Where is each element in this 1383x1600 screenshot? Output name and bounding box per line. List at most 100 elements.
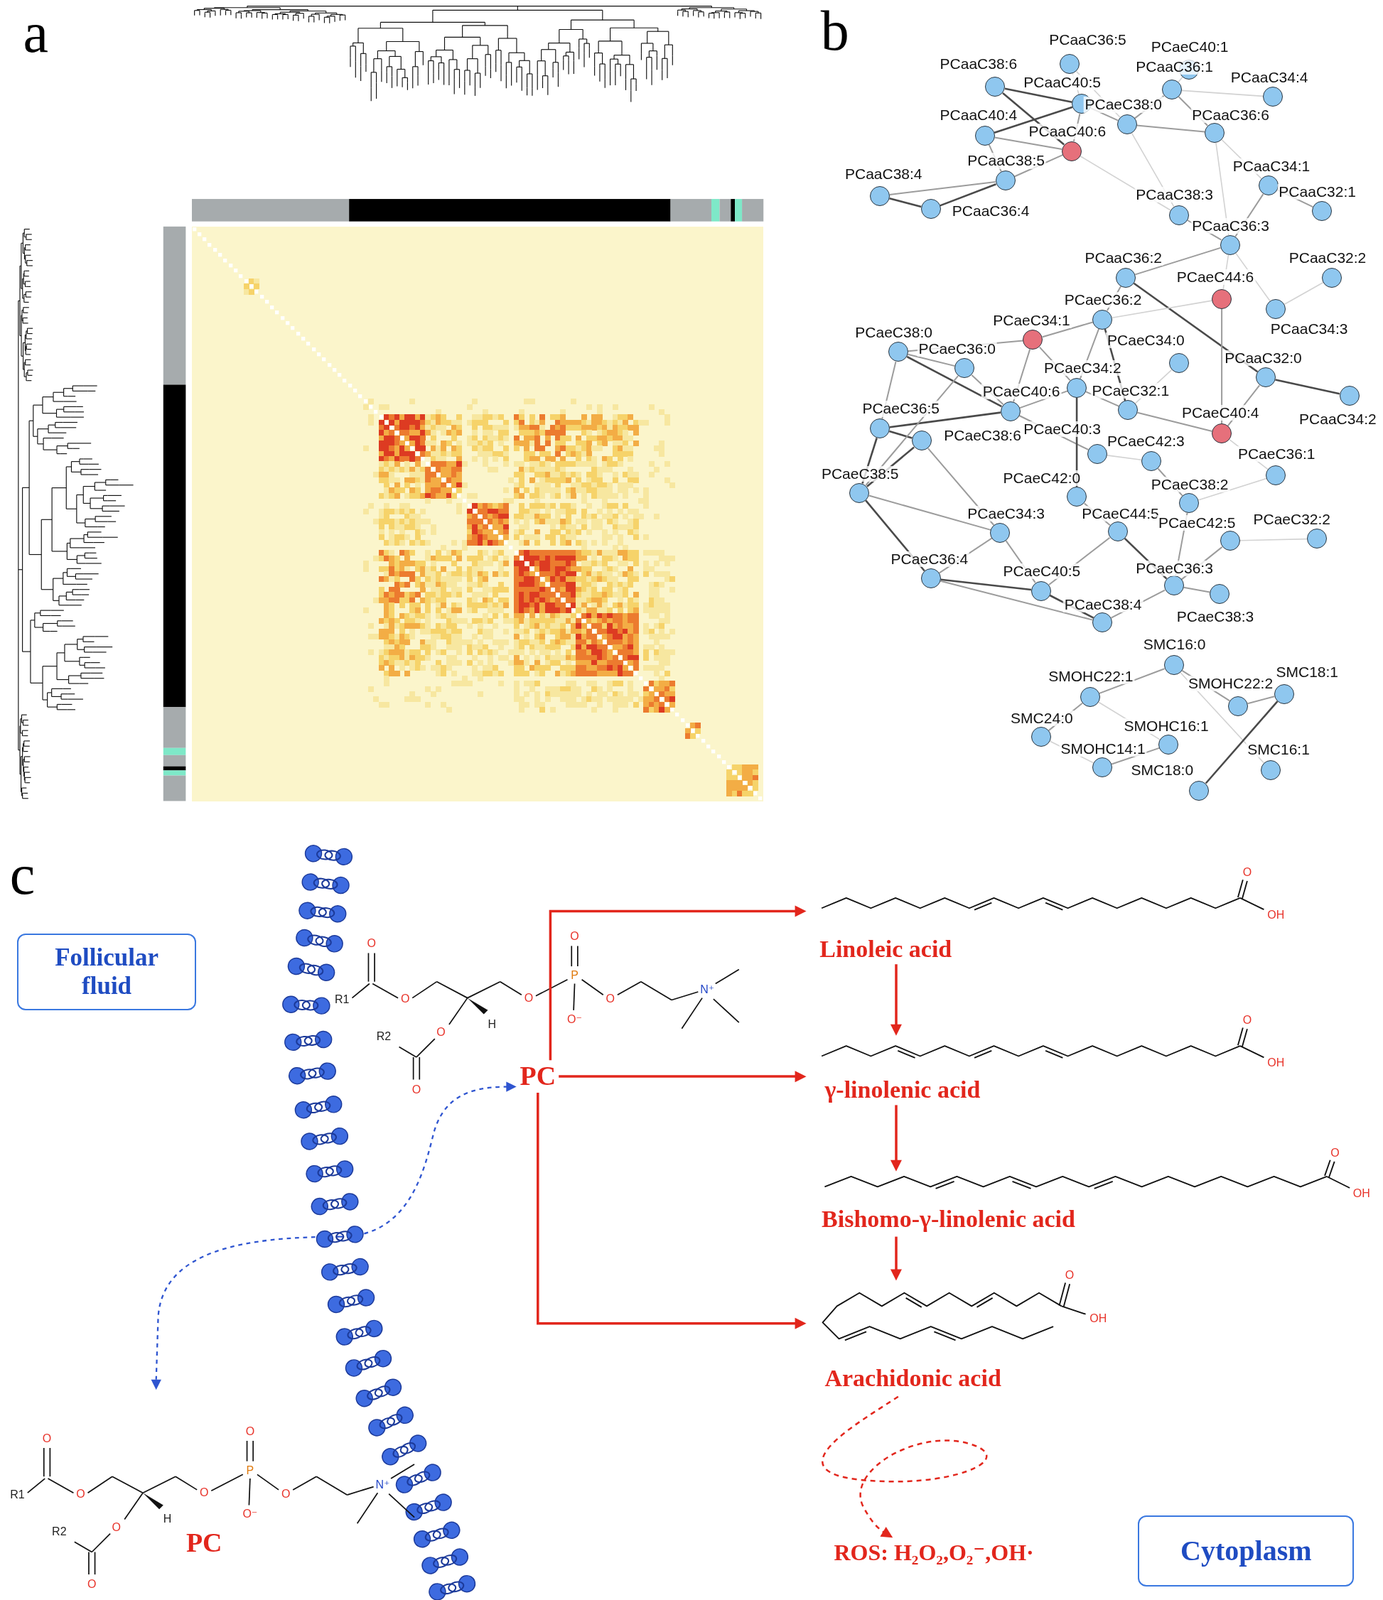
dendrogram-branch <box>466 58 468 71</box>
dendrogram-branch <box>57 620 62 622</box>
connector-line <box>550 911 796 1062</box>
network-node: PCaaC38:5 <box>995 170 1016 191</box>
connector-line <box>889 181 996 195</box>
dendrogram-branch <box>500 65 502 82</box>
dendrogram-branch <box>30 682 43 684</box>
dendrogram-branch <box>56 445 68 447</box>
dendrogram-branch <box>37 443 44 445</box>
connector <box>890 1105 902 1172</box>
atom-label: O⁻ <box>242 1508 258 1521</box>
dendrogram-branch <box>495 50 497 64</box>
dendrogram-branch <box>24 730 29 732</box>
dendrogram-branch <box>396 75 398 86</box>
bond <box>467 982 501 999</box>
dendrogram-branch <box>50 631 58 632</box>
lipid-tail <box>318 907 335 919</box>
dendrogram-branch <box>474 86 476 96</box>
bond <box>449 998 468 1025</box>
dendrogram-branch <box>266 14 268 19</box>
dendrogram-branch <box>79 547 96 548</box>
dendrogram-branch <box>385 41 387 51</box>
lipid-tail <box>447 1580 465 1594</box>
lipid-tail <box>325 1165 342 1177</box>
dendrogram-branch <box>583 43 585 54</box>
bond <box>570 945 573 967</box>
atom-label: O <box>367 938 376 951</box>
dendrogram-branch <box>582 29 584 40</box>
lipid-tail <box>363 1355 381 1370</box>
dendrogram-branch <box>402 77 403 81</box>
bond <box>346 1487 374 1496</box>
dendrogram-branch <box>84 662 91 664</box>
double-bond <box>1328 1161 1335 1178</box>
dendrogram-branch <box>53 392 64 394</box>
dendrogram-branch <box>42 699 48 701</box>
node-label: PCaaC38:3 <box>1134 186 1215 203</box>
dendrogram-branch <box>319 16 320 21</box>
atom-label: O <box>569 931 579 944</box>
double-bond <box>935 1181 955 1189</box>
lipid-icon <box>326 1288 376 1315</box>
dendrogram-branch <box>26 364 31 366</box>
dendrogram-branch <box>71 417 84 418</box>
dendrogram-branch <box>27 338 32 339</box>
dendrogram-branch <box>526 88 528 96</box>
dendrogram-branch <box>102 506 110 507</box>
dendrogram-branch <box>412 66 413 75</box>
dendrogram-branch <box>225 11 226 16</box>
network-node: PCaeC36:3 <box>1164 575 1185 596</box>
dendrogram-branch <box>29 554 42 556</box>
dendrogram-branch <box>529 60 531 74</box>
dendrogram-branch <box>26 343 28 349</box>
atom-label: O <box>606 992 615 1006</box>
dendrogram-branch <box>95 667 106 669</box>
dendrogram-branch <box>523 52 525 61</box>
double-bond <box>1238 879 1243 898</box>
dendrogram-branch <box>440 56 442 64</box>
compound-name: Arachidonic acid <box>824 1365 1001 1393</box>
dendrogram-branch <box>594 53 595 67</box>
node-label: PCaeC40:5 <box>1002 563 1083 580</box>
atom-label: R1 <box>334 994 349 1008</box>
dendrogram-branch <box>84 557 91 559</box>
connector <box>1240 539 1307 541</box>
lipid-tail <box>423 1499 441 1514</box>
dendrogram-branch <box>26 756 31 757</box>
node-label: PCaeC40:4 <box>1180 405 1261 421</box>
connector-line <box>1240 539 1307 541</box>
dendrogram-branch <box>542 81 543 89</box>
connector-line <box>1275 379 1340 394</box>
network-node: PCaeC40:3 <box>1087 444 1108 465</box>
dendrogram-branch <box>68 395 77 397</box>
dendrogram-branch <box>500 50 502 66</box>
dendrogram-branch <box>24 312 29 314</box>
dendrogram-branch <box>72 390 88 392</box>
bond <box>573 984 575 1011</box>
dendrogram-branch <box>562 59 564 70</box>
network-node: SMC18:0 <box>1188 781 1209 801</box>
dendrogram-branch <box>668 31 669 45</box>
dendrogram-branch <box>214 12 216 17</box>
fatty-acid-node: Arachidonic acid <box>806 1280 1123 1394</box>
dendrogram-branch <box>87 531 94 533</box>
bond <box>74 1542 92 1553</box>
double-bond <box>1094 1181 1113 1189</box>
connector-line <box>558 1075 796 1079</box>
bond <box>577 945 579 967</box>
lipid-icon <box>393 1462 444 1496</box>
dendrogram-branch <box>27 348 32 350</box>
dendrogram-branch <box>545 61 546 77</box>
dendrogram-branch <box>76 494 84 496</box>
double-bond <box>906 1298 922 1308</box>
dendrogram-branch <box>349 46 351 59</box>
single-bond <box>1326 1176 1350 1189</box>
lipid-icon <box>304 845 353 867</box>
network-node: PCaeC44:5 <box>1107 521 1128 542</box>
dendrogram-branch <box>55 422 64 423</box>
dendrogram-branch <box>609 58 611 72</box>
dendrogram-branch <box>479 73 481 82</box>
dendrogram-branch <box>72 594 82 596</box>
dendrogram-branch <box>370 72 372 88</box>
dendrogram-branch <box>78 682 89 684</box>
dendrogram-branch <box>370 87 372 101</box>
